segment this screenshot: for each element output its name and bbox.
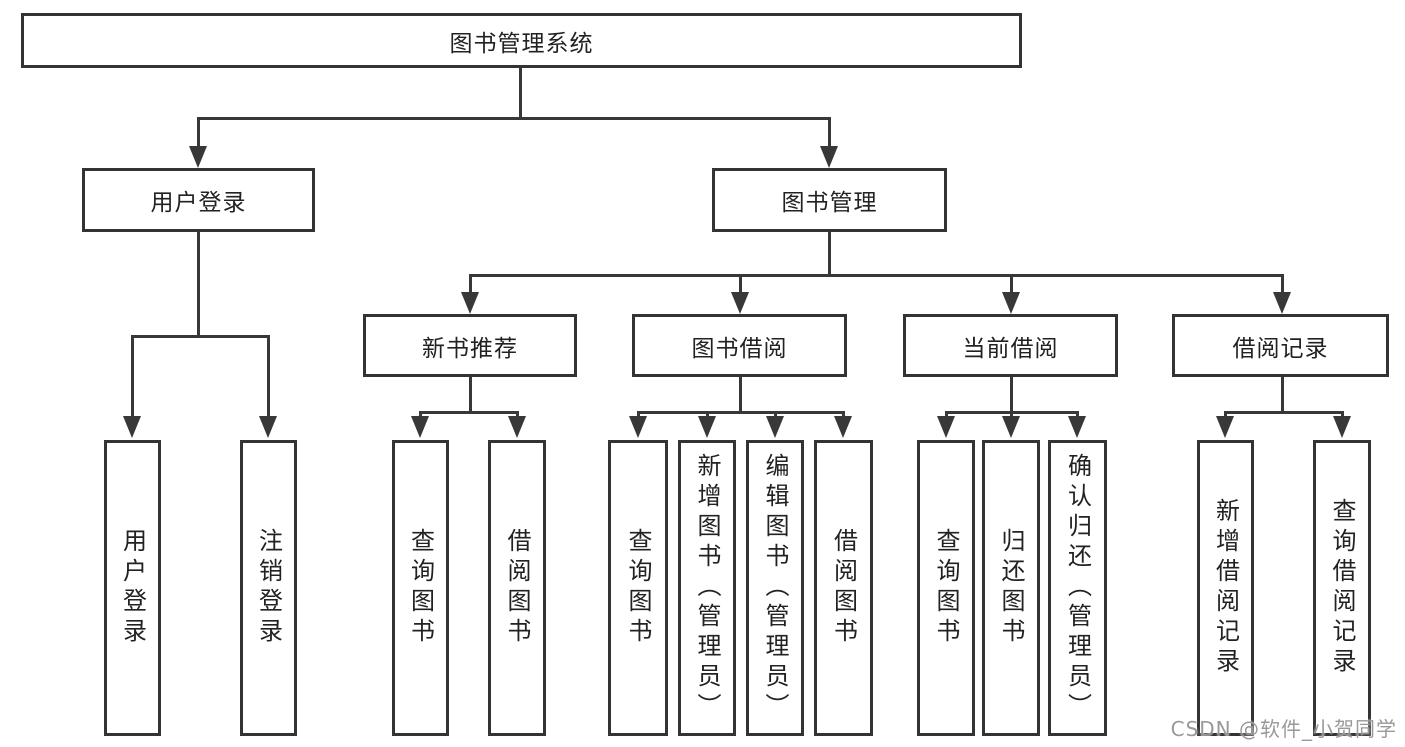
node-label: 借阅图书	[503, 528, 531, 648]
connector-line	[197, 117, 831, 120]
arrow-down-icon	[766, 416, 784, 438]
arrow-down-icon	[1068, 416, 1086, 438]
arrow-down-icon	[123, 416, 141, 438]
arrow-down-icon	[1333, 416, 1351, 438]
arrow-down-icon	[1216, 416, 1234, 438]
node-user-login: 用户登录	[82, 168, 315, 232]
arrow-down-icon	[1002, 292, 1020, 314]
node-label: 新书推荐	[422, 335, 518, 362]
connector-line	[469, 274, 1284, 277]
arrow-down-icon	[834, 416, 852, 438]
leaf-add-borrow-record: 新增借阅记录	[1197, 440, 1254, 736]
arrow-down-icon	[937, 416, 955, 438]
connector-line	[197, 232, 200, 338]
connector-line	[469, 377, 472, 414]
connector-line	[637, 411, 640, 420]
connector-line	[1010, 274, 1013, 296]
arrow-down-icon	[189, 146, 207, 168]
node-label: 编辑图书（管理员）	[761, 453, 789, 723]
connector-line	[637, 411, 845, 414]
connector-line	[267, 335, 270, 420]
node-borrow-records: 借阅记录	[1172, 314, 1389, 377]
node-new-book-recommend: 新书推荐	[363, 314, 577, 377]
leaf-borrow-books-recommend: 借阅图书	[488, 440, 546, 736]
node-label: 借阅图书	[829, 528, 858, 648]
node-label: 用户登录	[118, 528, 147, 648]
connector-line	[197, 117, 200, 150]
leaf-edit-books-admin: 编辑图书（管理员）	[746, 440, 804, 736]
connector-line	[739, 377, 742, 414]
node-system-root: 图书管理系统	[21, 13, 1022, 68]
node-label: 图书管理	[781, 190, 878, 216]
connector-line	[516, 411, 519, 420]
leaf-borrow-books: 借阅图书	[814, 440, 873, 736]
connector-line	[739, 274, 742, 296]
node-current-borrow: 当前借阅	[903, 314, 1118, 377]
node-label: 查询借阅记录	[1328, 498, 1356, 678]
arrow-down-icon	[259, 416, 277, 438]
arrow-down-icon	[461, 292, 479, 314]
node-label: 确认归还（管理员）	[1063, 453, 1092, 723]
node-label: 注销登录	[254, 528, 283, 648]
arrow-down-icon	[1002, 416, 1020, 438]
leaf-logout: 注销登录	[240, 440, 297, 736]
connector-line	[1224, 411, 1344, 414]
node-book-borrow: 图书借阅	[632, 314, 847, 377]
node-label: 新增借阅记录	[1211, 498, 1240, 678]
connector-line	[842, 411, 845, 420]
connector-line	[419, 411, 422, 420]
arrow-down-icon	[629, 416, 647, 438]
node-label: 图书管理系统	[449, 30, 594, 57]
node-label: 归还图书	[997, 528, 1025, 648]
connector-line	[469, 274, 472, 296]
node-book-management: 图书管理	[712, 168, 947, 232]
connector-line	[828, 117, 831, 150]
leaf-return-books: 归还图书	[982, 440, 1040, 736]
watermark: CSDN @软件_小贺同学	[1170, 717, 1397, 741]
leaf-query-books-recommend: 查询图书	[392, 440, 449, 736]
arrow-down-icon	[1273, 292, 1291, 314]
arrow-down-icon	[820, 146, 838, 168]
connector-line	[131, 335, 134, 420]
arrow-down-icon	[411, 416, 429, 438]
leaf-user-login: 用户登录	[104, 440, 161, 736]
connector-line	[1010, 411, 1013, 420]
node-label: 新增图书（管理员）	[693, 453, 721, 723]
arrow-down-icon	[731, 292, 749, 314]
arrow-down-icon	[698, 416, 716, 438]
connector-line	[774, 411, 777, 420]
leaf-add-books-admin: 新增图书（管理员）	[678, 440, 736, 736]
leaf-confirm-return-admin: 确认归还（管理员）	[1048, 440, 1107, 736]
connector-line	[1281, 274, 1284, 296]
leaf-query-books-current: 查询图书	[917, 440, 975, 736]
connector-line	[1341, 411, 1344, 420]
node-label: 查询图书	[624, 528, 652, 648]
connector-line	[1224, 411, 1227, 420]
node-label: 查询图书	[932, 528, 960, 648]
connector-line	[1010, 377, 1013, 414]
node-label: 查询图书	[406, 528, 435, 648]
connector-line	[1281, 377, 1284, 414]
leaf-query-borrow-record: 查询借阅记录	[1313, 440, 1371, 736]
connector-line	[519, 68, 522, 120]
connector-line	[945, 411, 948, 420]
connector-line	[828, 232, 831, 277]
connector-line	[706, 411, 709, 420]
node-label: 借阅记录	[1232, 335, 1329, 362]
node-label: 用户登录	[150, 190, 247, 216]
connector-line	[1076, 411, 1079, 420]
leaf-query-books-borrow: 查询图书	[608, 440, 668, 736]
connector-line	[419, 411, 519, 414]
node-label: 当前借阅	[962, 335, 1059, 362]
connector-line	[131, 335, 270, 338]
node-label: 图书借阅	[691, 335, 788, 362]
arrow-down-icon	[508, 416, 526, 438]
